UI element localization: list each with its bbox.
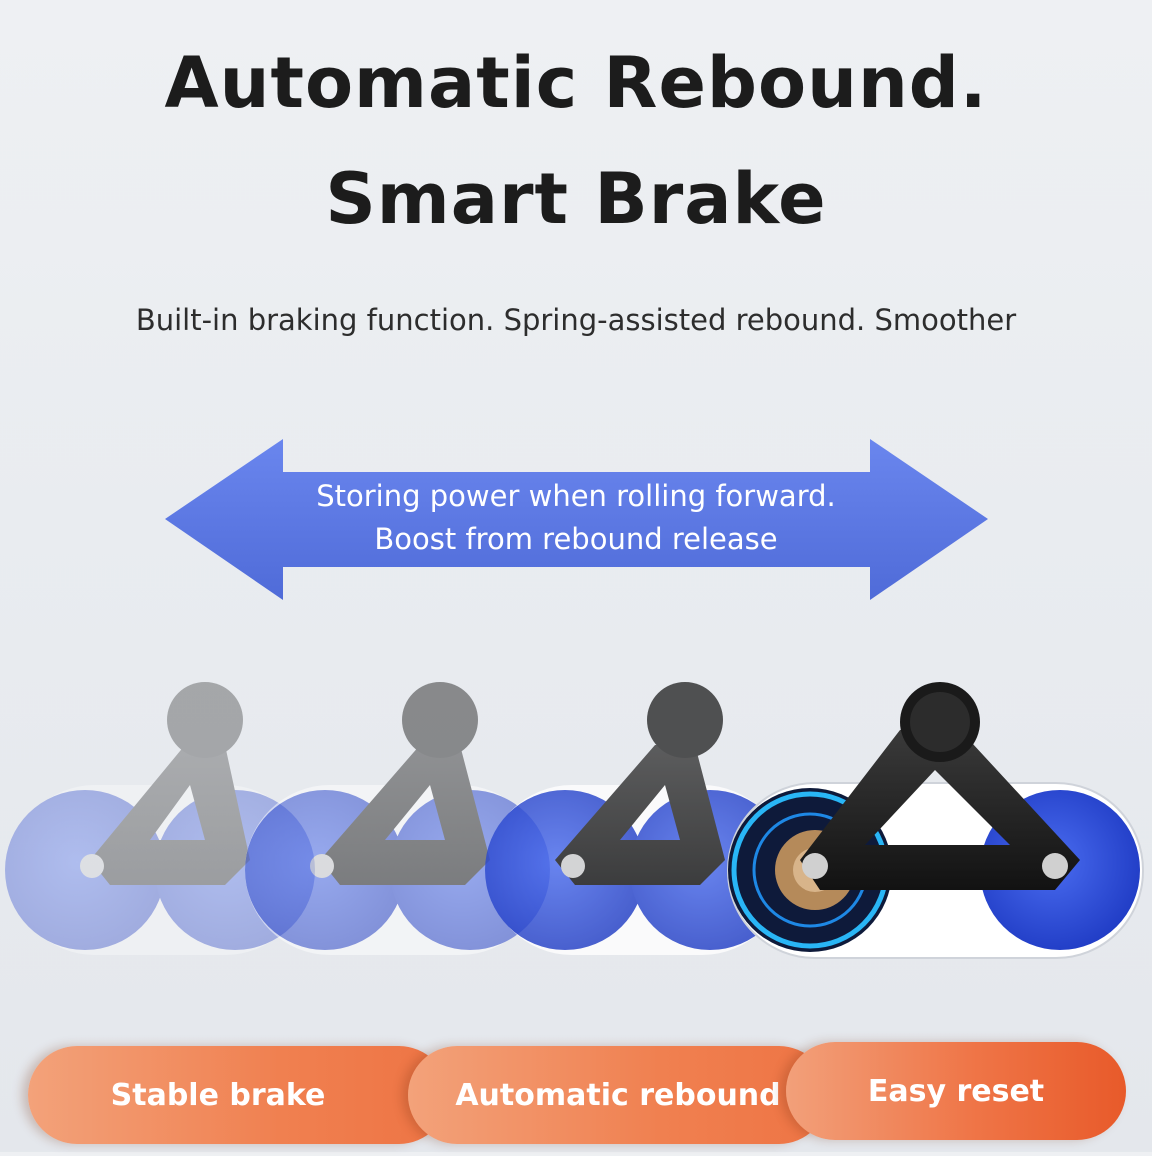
ab-roller-illustration [0,650,1152,990]
feature-pill-automatic-rebound: Automatic rebound [408,1046,828,1144]
subtitle: Built-in braking function. Spring-assist… [135,303,1017,337]
roller-stage-3 [485,682,790,955]
arrow-caption-line-1: Storing power when rolling forward. [316,479,836,513]
headline-line-1: Automatic Rebound. [164,42,988,124]
roller-stage-1 [5,682,315,955]
feature-pills: Stable brake Automatic rebound Easy rese… [0,1040,1152,1145]
roller-stage-4 [727,682,1144,959]
arrow-caption-line-2: Boost from rebound release [374,522,778,556]
ab-roller-sequence [5,682,1144,959]
feature-pill-stable-brake: Stable brake [28,1046,448,1144]
headline-line-2: Smart Brake [325,158,827,240]
feature-pill-easy-reset: Easy reset [786,1042,1126,1140]
